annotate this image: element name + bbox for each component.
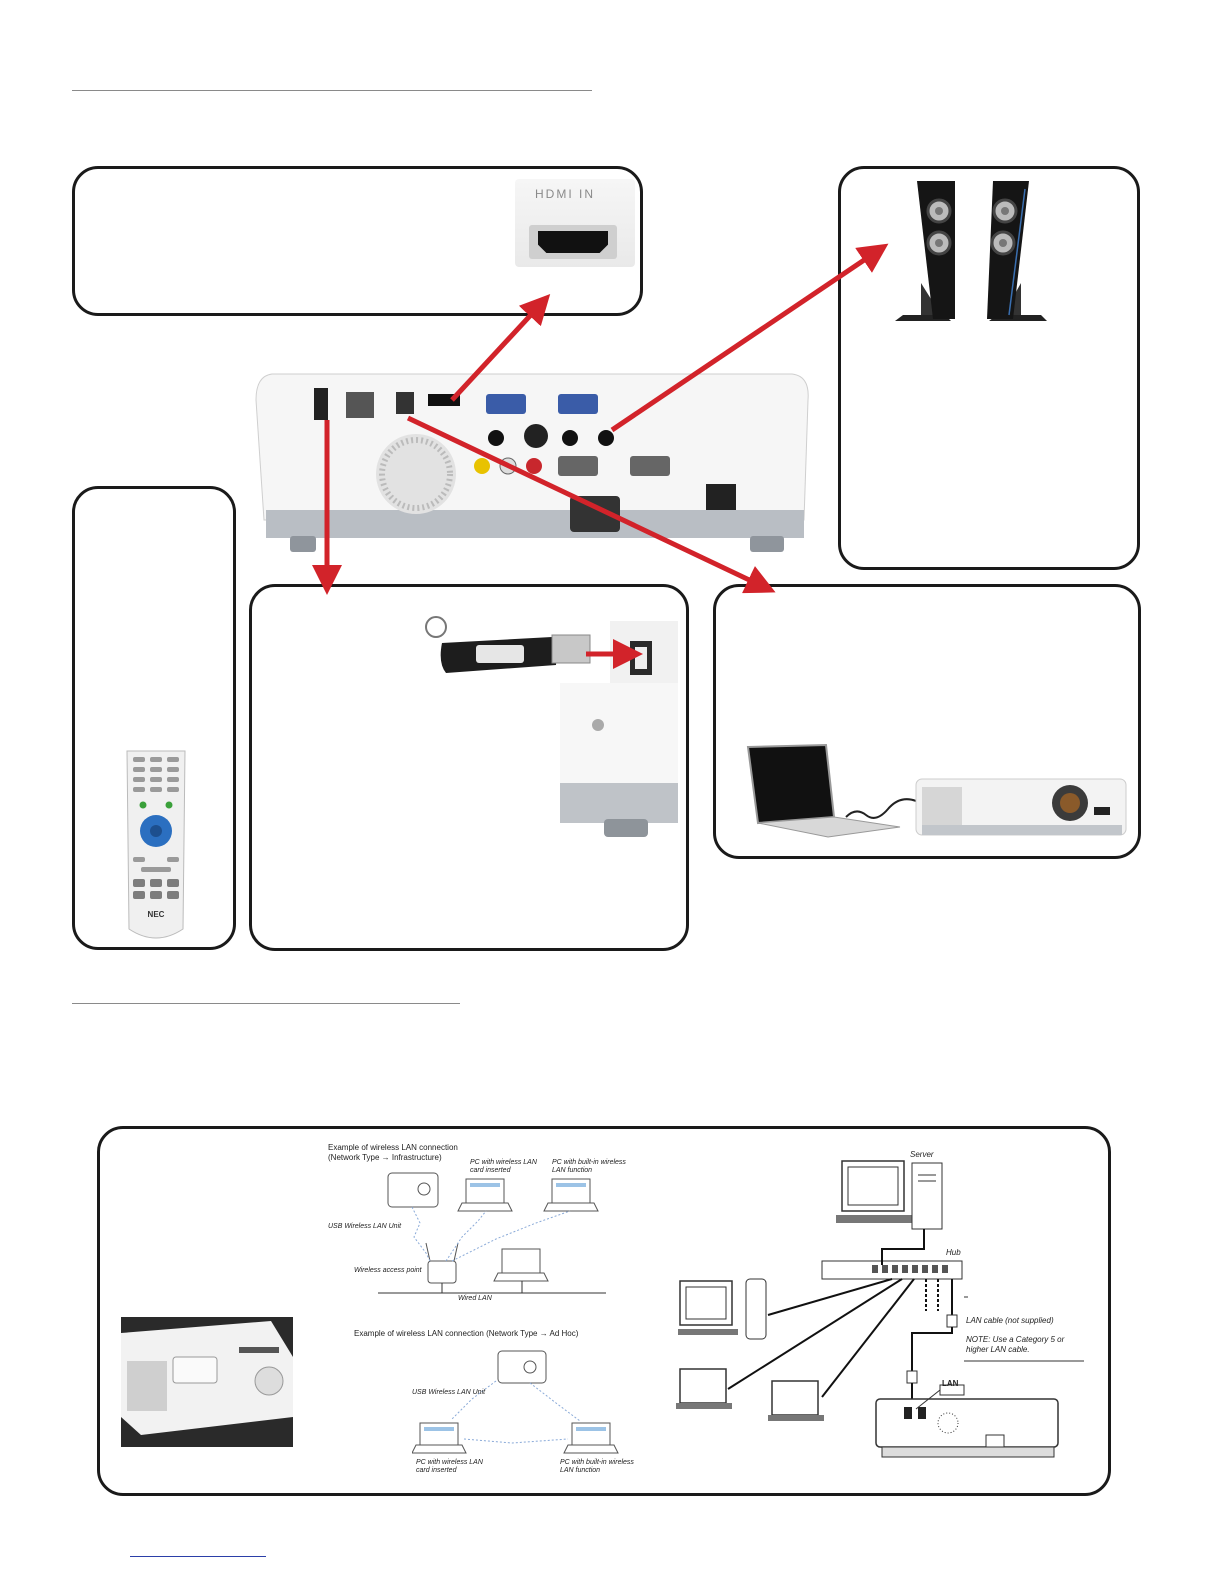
- adhoc-usb-unit-label: USB Wireless LAN Unit: [412, 1389, 486, 1396]
- adhoc-diagram: [412, 1350, 619, 1454]
- lan-cable-label: LAN cable (not supplied): [966, 1316, 1054, 1325]
- hdmi-port-label: HDMI IN: [535, 187, 595, 201]
- section-rule-middle: [72, 1003, 460, 1004]
- infra-pc-card-label: PC with wireless LAN card inserted: [470, 1159, 537, 1174]
- hdmi-port-photo: HDMI IN: [515, 179, 635, 267]
- laptop-projector-photo: [746, 743, 1127, 838]
- speakers-panel: [838, 166, 1140, 570]
- wired-lan-diagram: [676, 1160, 1084, 1458]
- network-panel: Example of wireless LAN connection (Netw…: [97, 1126, 1111, 1496]
- infra-title-line2: (Network Type → Infrastructure): [328, 1153, 442, 1162]
- infra-wired-lan-label: Wired LAN: [458, 1295, 492, 1302]
- section-rule-top: [72, 90, 592, 91]
- infra-access-point-label: Wireless access point: [354, 1267, 422, 1274]
- infra-pc-builtin-label: PC with built-in wireless LAN function: [552, 1159, 626, 1174]
- remote-brand-logo: NEC: [148, 910, 165, 919]
- hub-label: Hub: [946, 1248, 961, 1257]
- arrow-to-speakers: [610, 243, 889, 433]
- footer-link-rule: [130, 1556, 266, 1557]
- hdmi-port-icon: [529, 225, 617, 259]
- infra-title-line1: Example of wireless LAN connection: [328, 1143, 458, 1152]
- adhoc-title: Example of wireless LAN connection (Netw…: [354, 1329, 579, 1338]
- projector-rear-photo: [255, 373, 809, 552]
- infra-usb-unit-label: USB Wireless LAN Unit: [328, 1223, 402, 1230]
- adhoc-pc-builtin-label: PC with built-in wireless LAN function: [560, 1459, 634, 1474]
- server-label: Server: [910, 1150, 934, 1159]
- speakers-photo: [895, 181, 1047, 321]
- pc-connection-panel: [713, 584, 1141, 859]
- remote-panel: NEC: [72, 486, 236, 950]
- lan-note: NOTE: Use a Category 5 or higher LAN cab…: [966, 1335, 1065, 1354]
- lan-port-tag: LAN: [942, 1379, 959, 1388]
- hdmi-panel: HDMI IN: [72, 166, 643, 316]
- remote-control-photo: NEC: [126, 750, 186, 939]
- arrow-to-hdmi: [450, 293, 551, 402]
- infra-diagram: [378, 1172, 606, 1294]
- adhoc-pc-card-label: PC with wireless LAN card inserted: [416, 1459, 483, 1474]
- wireless-unit-photo: [121, 1317, 293, 1447]
- arrow-to-pc: [406, 415, 776, 594]
